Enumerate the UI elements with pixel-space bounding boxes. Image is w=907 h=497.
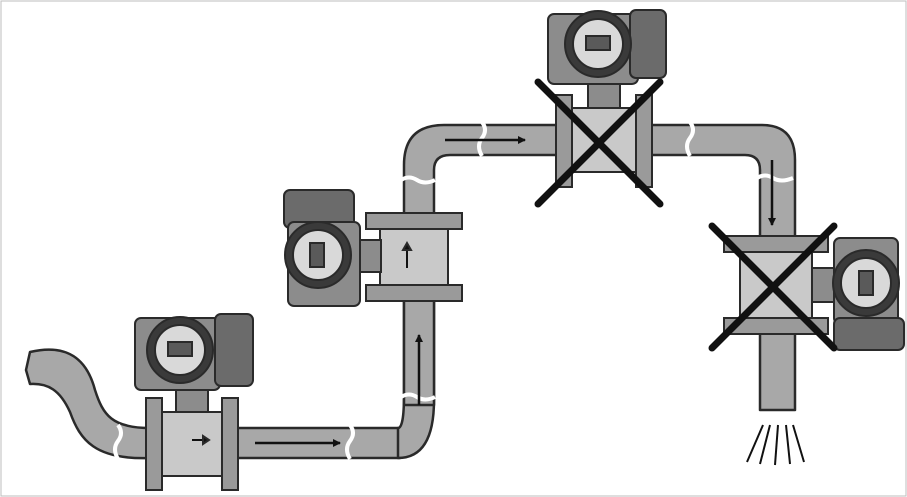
display-screen <box>309 242 325 268</box>
flange-right <box>635 94 653 188</box>
meter-horizontal-high-point <box>547 9 667 188</box>
cross-mark-high-point <box>534 78 664 208</box>
display-screen <box>858 270 874 296</box>
outflow-spray <box>746 424 805 466</box>
flange-left <box>145 397 163 491</box>
meter-vertical-up <box>283 189 463 307</box>
flange-bottom <box>365 284 463 302</box>
transmitter-cap <box>629 9 667 79</box>
display-screen <box>585 35 611 51</box>
flange-top <box>365 212 463 230</box>
transmitter-cap <box>214 313 254 387</box>
cross-mark-vertical-down <box>708 222 838 352</box>
meter-horizontal-low <box>134 313 254 491</box>
flow-arrows <box>255 136 776 447</box>
meter-body <box>161 411 223 477</box>
display-screen <box>167 341 193 357</box>
meter-body <box>379 228 449 286</box>
transmitter-cap <box>833 317 905 351</box>
flange-right <box>221 397 239 491</box>
pipe-break-marks <box>113 120 794 461</box>
